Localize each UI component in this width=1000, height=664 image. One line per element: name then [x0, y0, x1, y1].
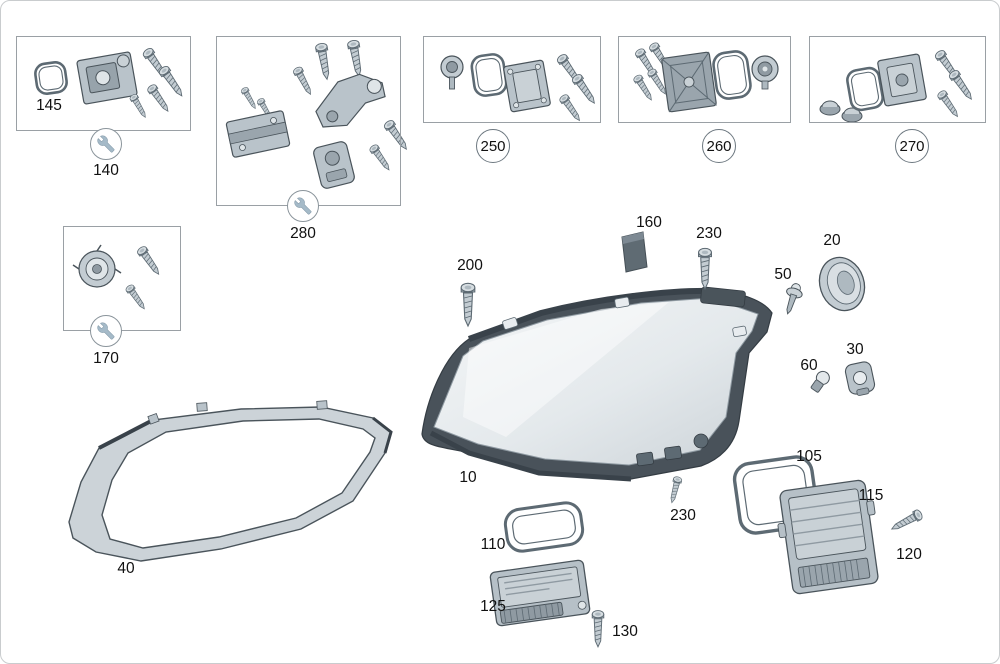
part-pin-50	[786, 283, 803, 315]
part-headlamp-10	[421, 286, 773, 482]
part-pad-160	[621, 231, 648, 273]
part-label-230-upper[interactable]: 230	[696, 225, 722, 242]
part-socket-30	[844, 361, 876, 396]
screw-part	[591, 610, 605, 648]
part-plate-270	[877, 53, 927, 107]
callout-260-label: 260	[706, 137, 732, 155]
wrench-button-140[interactable]	[90, 128, 122, 160]
part-adjuster-170	[72, 244, 122, 288]
part-label-30[interactable]: 30	[846, 341, 864, 358]
part-bracket-arm-280	[315, 73, 386, 128]
part-label-40[interactable]: 40	[117, 560, 135, 577]
wrench-button-170[interactable]	[90, 315, 122, 347]
wrench-button-280[interactable]	[287, 190, 319, 222]
part-label-10[interactable]: 10	[459, 469, 477, 486]
part-plate-250	[503, 59, 551, 113]
part-grommets-270	[819, 100, 863, 123]
callout-box-260	[618, 36, 791, 123]
part-label-105[interactable]: 105	[796, 448, 822, 465]
callout-circle-250[interactable]: 250	[476, 129, 510, 163]
screw-part	[698, 247, 712, 290]
part-bulb-60	[810, 370, 830, 393]
part-adjuster-260	[751, 55, 779, 90]
part-label-140[interactable]: 140	[93, 162, 119, 179]
part-sensor-bracket-140	[76, 51, 138, 105]
part-label-160[interactable]: 160	[636, 214, 662, 231]
callout-box-270	[809, 36, 986, 123]
screw-part	[888, 508, 925, 535]
part-label-110[interactable]: 110	[480, 536, 506, 553]
part-seal-145	[34, 61, 68, 95]
part-label-60[interactable]: 60	[800, 357, 818, 374]
callout-box-250	[423, 36, 601, 123]
part-label-200[interactable]: 200	[457, 257, 483, 274]
part-cap-20	[818, 256, 866, 312]
part-label-170[interactable]: 170	[93, 350, 119, 367]
part-trim-frame-40	[68, 400, 393, 562]
callout-box-145-140	[16, 36, 191, 131]
part-bracket-plate-280	[225, 110, 291, 158]
callout-270-label: 270	[899, 137, 925, 155]
part-gasket-260	[712, 50, 752, 100]
callout-box-280	[216, 36, 401, 206]
callout-box-170	[63, 226, 181, 331]
part-label-130[interactable]: 130	[612, 623, 638, 640]
part-gasket-110	[503, 501, 585, 553]
part-label-230-lower[interactable]: 230	[670, 507, 696, 524]
part-label-115[interactable]: 115	[858, 487, 884, 504]
part-label-50[interactable]: 50	[774, 266, 792, 283]
screw-part	[460, 282, 476, 327]
part-heatsink-module-260	[661, 51, 717, 113]
part-label-20[interactable]: 20	[823, 232, 841, 249]
part-gasket-270	[846, 66, 884, 112]
part-control-unit-125	[489, 559, 591, 627]
screw-part	[667, 475, 683, 505]
wrench-icon	[97, 322, 115, 340]
part-label-120[interactable]: 120	[896, 546, 922, 563]
wrench-icon	[97, 135, 115, 153]
part-label-125[interactable]: 125	[480, 598, 506, 615]
part-label-145[interactable]: 145	[36, 97, 62, 114]
part-led-module-115	[777, 479, 879, 595]
part-label-280[interactable]: 280	[290, 225, 316, 242]
callout-circle-270[interactable]: 270	[895, 129, 929, 163]
part-adjuster-250	[440, 55, 464, 90]
part-bracket-lower-280	[313, 141, 355, 189]
callout-circle-260[interactable]: 260	[702, 129, 736, 163]
wrench-icon	[294, 197, 312, 215]
callout-250-label: 250	[480, 137, 506, 155]
